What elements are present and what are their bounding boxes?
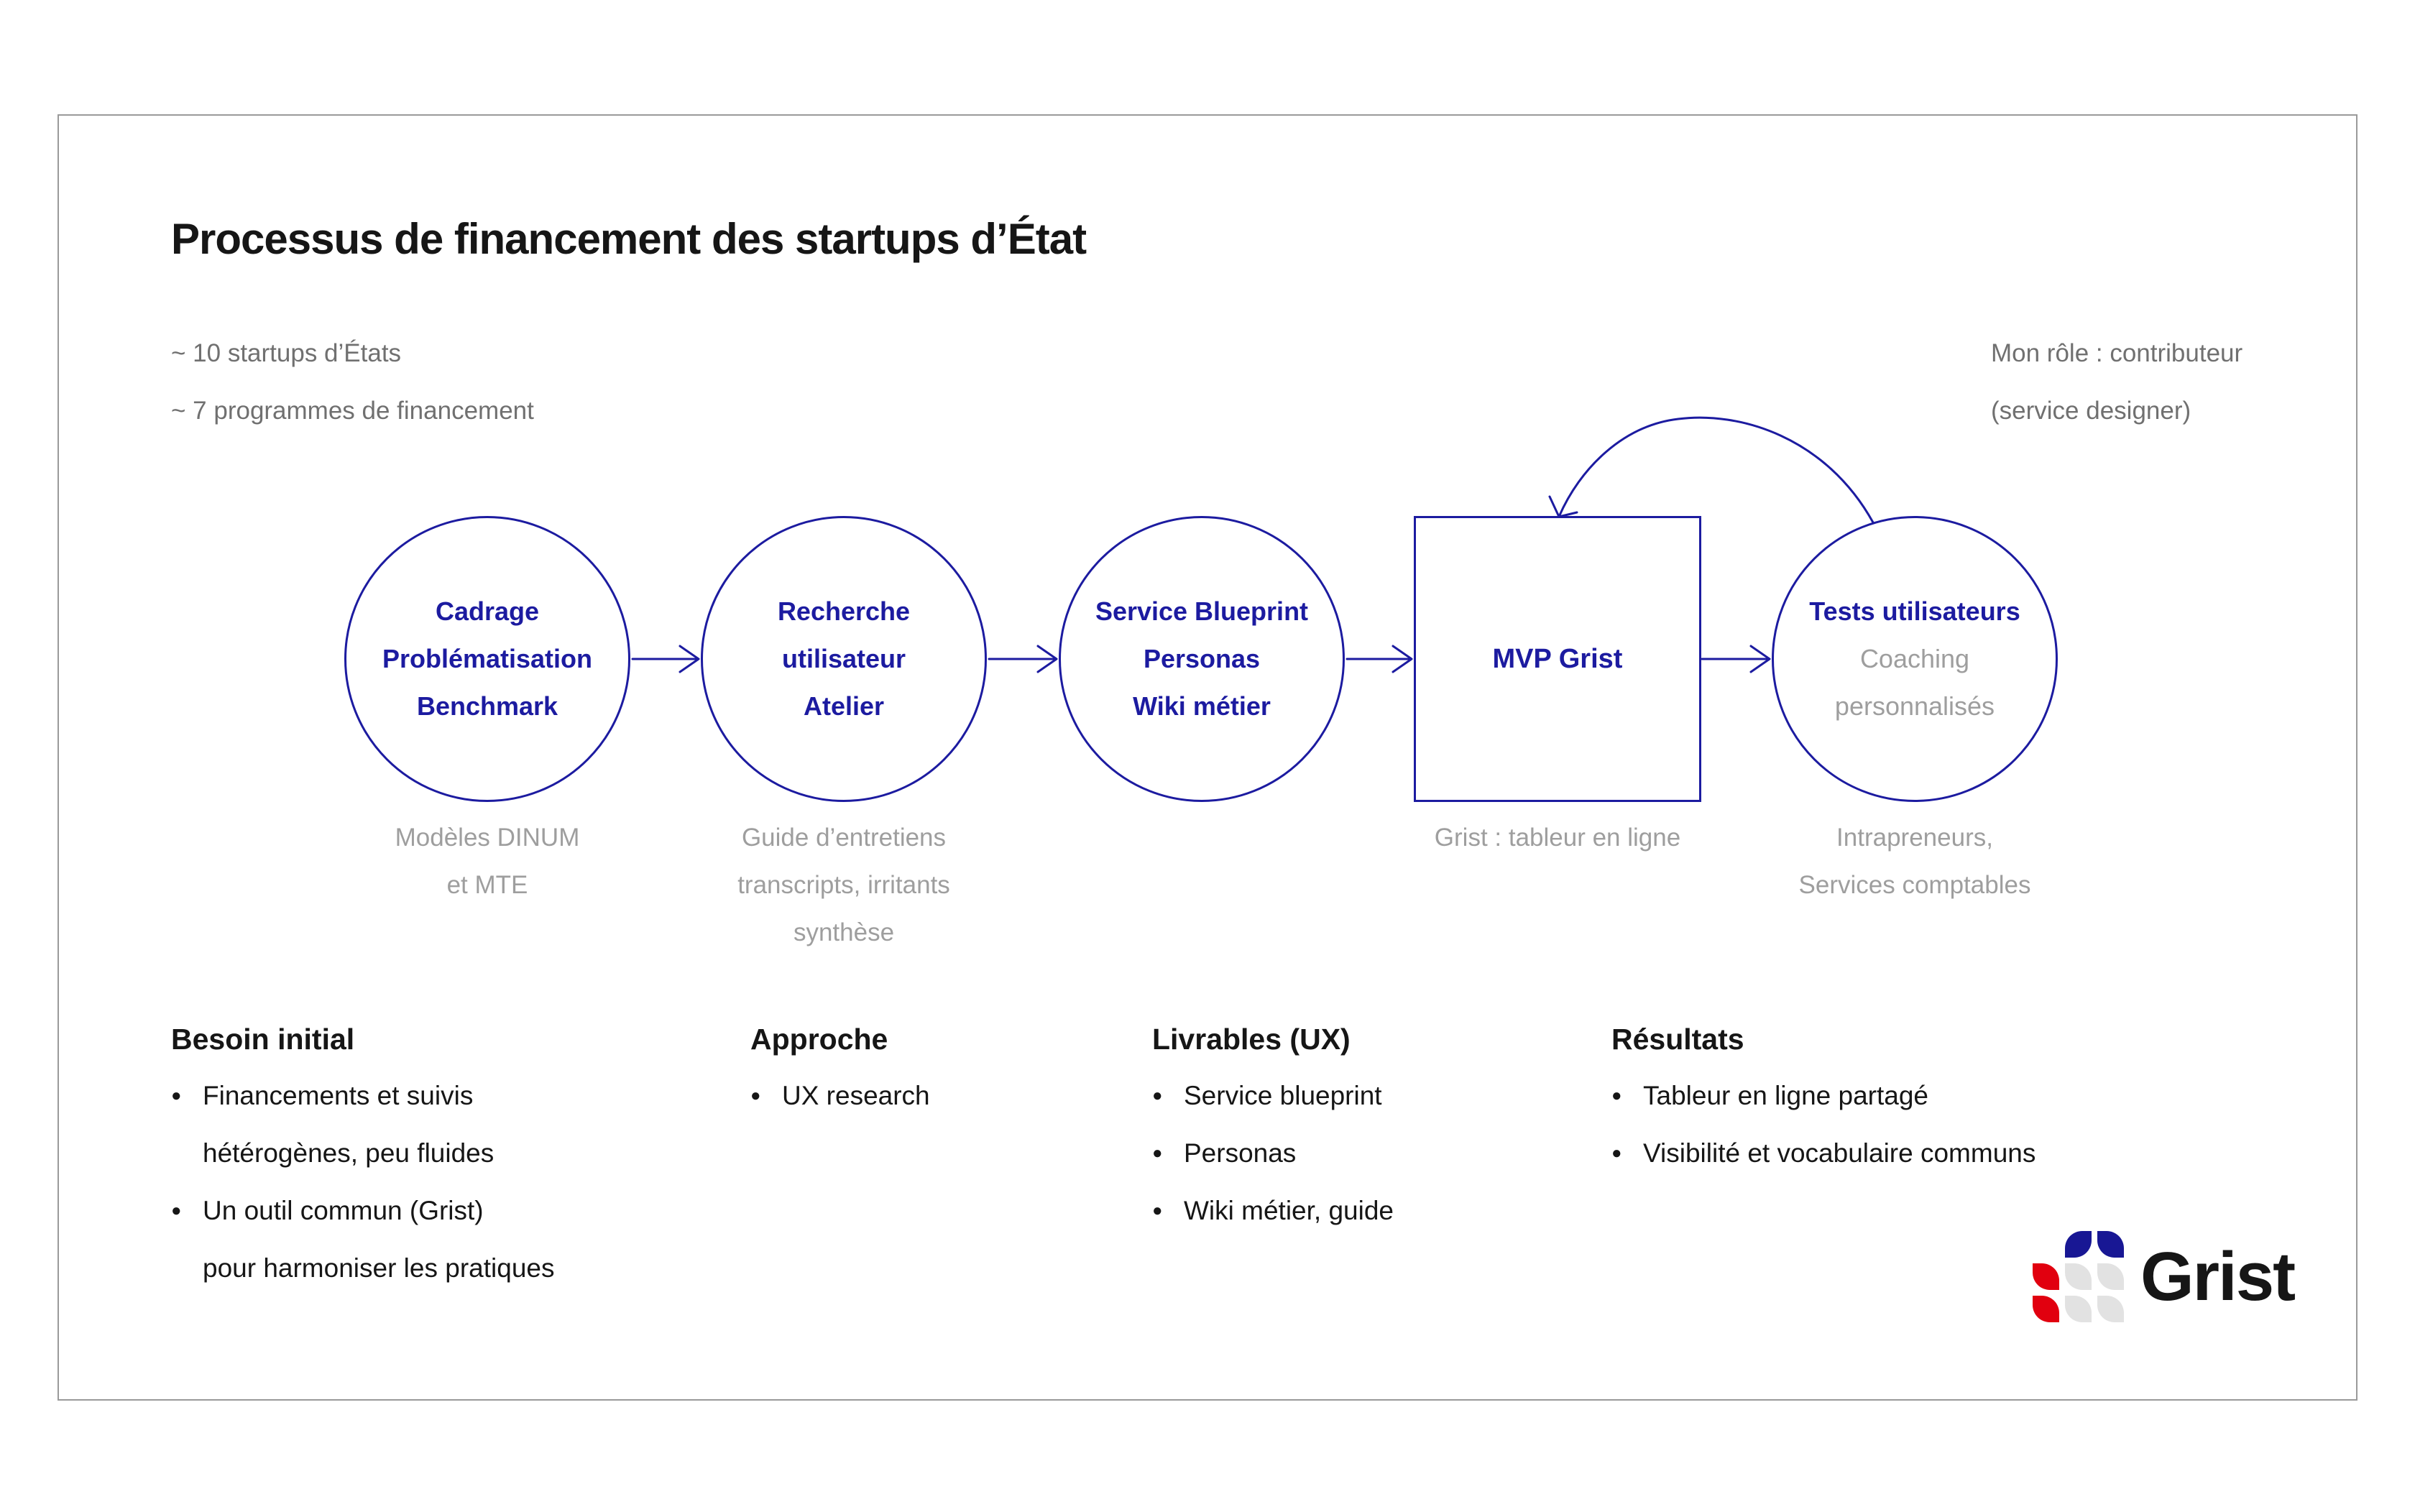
bullet-icon: ● — [1611, 1143, 1622, 1163]
node-label-line: Wiki métier — [1133, 691, 1271, 721]
section-resultats: Résultats ● Tableur en ligne partagé ● V… — [1611, 1022, 2036, 1182]
flow-node-tests: Tests utilisateurs Coaching personnalisé… — [1772, 516, 2058, 802]
caption-line: synthèse — [793, 918, 895, 946]
role-line-2: (service designer) — [1991, 397, 2191, 425]
node-label-line: Benchmark — [416, 691, 558, 721]
loop-arrow-icon — [1548, 416, 1874, 524]
bullet-icon: ● — [750, 1086, 761, 1105]
bullet-item: ● Service blueprint — [1152, 1067, 1394, 1125]
page-title: Processus de financement des startups d’… — [171, 215, 1087, 263]
stat-startups: ~ 10 startups d’États — [171, 339, 402, 367]
bullet-icon: ● — [1152, 1201, 1163, 1220]
caption-line: Guide d’entretiens — [741, 824, 947, 852]
caption-line: Intrapreneurs, — [1836, 824, 1993, 852]
bullet-item: ● Visibilité et vocabulaire communs — [1611, 1125, 2036, 1182]
grist-logo-leaf — [2097, 1231, 2124, 1258]
node-caption-mvp: Grist : tableur en ligne — [1335, 814, 1780, 862]
grist-logo-leaf — [2065, 1263, 2092, 1290]
bullet-text-line: Wiki métier, guide — [1184, 1196, 1394, 1225]
node-label-line: MVP Grist — [1492, 644, 1623, 674]
caption-line: Grist : tableur en ligne — [1434, 824, 1681, 852]
bullet-text-line: hétérogènes, peu fluides — [203, 1138, 494, 1168]
caption-line: Services comptables — [1798, 871, 2031, 899]
node-caption-tests: Intrapreneurs, Services comptables — [1692, 814, 2138, 909]
grist-logo-leaf — [2097, 1296, 2124, 1322]
flow-node-mvp-grist: MVP Grist — [1414, 516, 1701, 802]
node-label-line: personnalisés — [1834, 691, 1995, 721]
grist-wordmark: Grist — [2140, 1238, 2296, 1315]
bullet-item: ● UX research — [750, 1067, 930, 1125]
grist-logo-leaf — [2033, 1263, 2059, 1290]
grist-logo-leaf — [2065, 1231, 2092, 1258]
node-label-line: Personas — [1143, 644, 1261, 673]
role-line-1: Mon rôle : contributeur — [1991, 339, 2243, 367]
bullet-text-line: Personas — [1184, 1138, 1297, 1168]
bullet-text-line: Service blueprint — [1184, 1081, 1382, 1110]
node-label-line: Recherche — [777, 596, 911, 626]
section-heading: Livrables (UX) — [1152, 1023, 1351, 1056]
bullet-icon: ● — [1152, 1143, 1163, 1163]
section-heading: Besoin initial — [171, 1023, 355, 1056]
node-label-line: utilisateur — [781, 644, 906, 673]
grist-logo-leaf — [2033, 1296, 2059, 1322]
section-heading: Résultats — [1611, 1023, 1744, 1056]
caption-line: transcripts, irritants — [737, 871, 950, 899]
node-label-line: Problématisation — [382, 644, 593, 673]
node-label-line: Coaching — [1859, 644, 1970, 673]
section-livrables-ux: Livrables (UX) ● Service blueprint ● Per… — [1152, 1022, 1394, 1240]
bullet-text-line: Financements et suivis — [203, 1081, 474, 1110]
section-approche: Approche ● UX research — [750, 1022, 930, 1125]
bullet-text-line: UX research — [782, 1081, 930, 1110]
grist-logo-icon — [2033, 1231, 2124, 1322]
arrow-1-icon — [631, 645, 700, 673]
bullet-icon: ● — [171, 1201, 182, 1220]
grist-logo-leaf — [2033, 1231, 2059, 1258]
caption-line: Modèles DINUM — [395, 824, 580, 852]
section-heading: Approche — [750, 1023, 888, 1056]
stat-programmes: ~ 7 programmes de financement — [171, 397, 534, 425]
bullet-item: ● Personas — [1152, 1125, 1394, 1182]
node-caption-cadrage: Modèles DINUM et MTE — [264, 814, 710, 909]
arrow-4-icon — [1701, 645, 1771, 673]
grist-logo-leaf — [2065, 1296, 2092, 1322]
grist-logo-leaf — [2097, 1263, 2124, 1290]
arrow-3-icon — [1346, 645, 1413, 673]
caption-line: et MTE — [446, 871, 528, 899]
role-note: Mon rôle : contributeur (service designe… — [1991, 325, 2242, 440]
bullet-item: ● Wiki métier, guide — [1152, 1182, 1394, 1240]
flow-node-cadrage: Cadrage Problématisation Benchmark — [344, 516, 630, 802]
bullet-text-line: Un outil commun (Grist) — [203, 1196, 484, 1225]
bullet-icon: ● — [1611, 1086, 1622, 1105]
section-besoin-initial: Besoin initial ● Financements et suivis … — [171, 1022, 554, 1297]
node-label-line: Tests utilisateurs — [1809, 596, 2020, 626]
bullet-item: ● Un outil commun (Grist) pour harmonise… — [171, 1182, 554, 1297]
arrow-2-icon — [988, 645, 1058, 673]
bullet-text-line: pour harmoniser les pratiques — [203, 1253, 555, 1283]
bullet-icon: ● — [1152, 1086, 1163, 1105]
bullet-text-line: Tableur en ligne partagé — [1643, 1081, 1929, 1110]
bullet-item: ● Tableur en ligne partagé — [1611, 1067, 2036, 1125]
node-label-line: Atelier — [803, 691, 885, 721]
bullet-item: ● Financements et suivis hétérogènes, pe… — [171, 1067, 554, 1182]
bullet-icon: ● — [171, 1086, 182, 1105]
node-label-line: Cadrage — [435, 596, 540, 626]
flow-node-recherche: Recherche utilisateur Atelier — [701, 516, 987, 802]
node-caption-recherche: Guide d’entretiens transcripts, irritant… — [621, 814, 1067, 956]
node-label-line: Service Blueprint — [1095, 596, 1309, 626]
stats-block: ~ 10 startups d’États ~ 7 programmes de … — [171, 325, 534, 440]
bullet-text-line: Visibilité et vocabulaire communs — [1643, 1138, 2036, 1168]
flow-node-blueprint: Service Blueprint Personas Wiki métier — [1059, 516, 1345, 802]
